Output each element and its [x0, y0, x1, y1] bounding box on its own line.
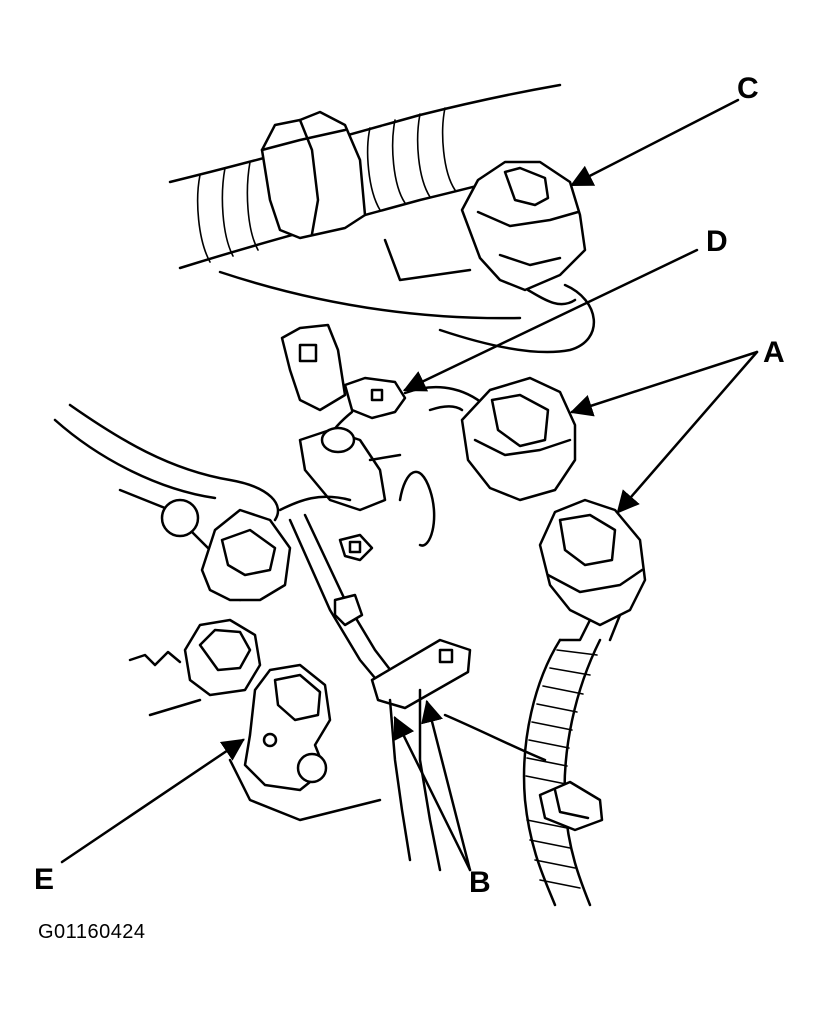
figure-id: G01160424 — [38, 921, 146, 943]
connector-c — [438, 160, 596, 354]
bracket-with-connector-d — [280, 323, 492, 512]
upper-wire-harness — [168, 83, 562, 320]
callout-label-a: A — [763, 336, 785, 369]
callout-label-d: D — [706, 225, 728, 258]
callout-label-c: C — [737, 72, 759, 105]
leader-d — [402, 248, 699, 392]
leader-b-left — [421, 699, 472, 872]
bolt-and-sensor-e — [128, 618, 382, 822]
center-sensor-connector — [160, 453, 436, 692]
leader-e — [60, 738, 245, 864]
connector-a-upper — [428, 376, 577, 502]
callout-label-b: B — [469, 866, 491, 899]
leader-a-upper — [569, 350, 759, 417]
leader-b-right — [393, 715, 472, 872]
callout-label-e: E — [34, 863, 55, 896]
connector-a-lower — [522, 498, 647, 907]
leader-c — [569, 98, 740, 187]
harness-clip-b — [370, 638, 547, 872]
leader-arrows — [60, 98, 759, 872]
leader-a-lower — [616, 350, 759, 514]
